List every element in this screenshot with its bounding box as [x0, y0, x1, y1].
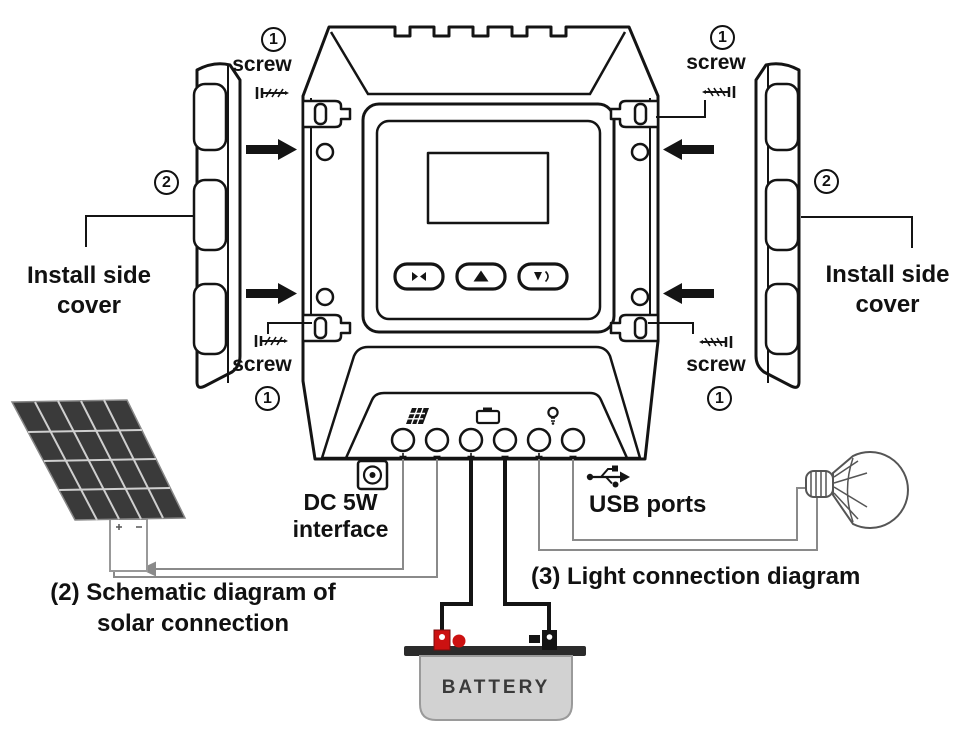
arrow-icon — [246, 139, 297, 160]
battery-wires — [440, 459, 551, 632]
left-side-cover — [192, 62, 242, 389]
label-line: interface — [292, 516, 389, 542]
button-down — [517, 262, 569, 291]
label-line: Install side — [825, 261, 950, 288]
light-connection-caption: (3) Light connection diagram — [531, 563, 861, 590]
screw-label: screw — [686, 353, 746, 376]
usb-ports-label: USB ports — [589, 491, 707, 518]
cover-bump — [192, 178, 228, 252]
battery-clamp-negative — [529, 630, 557, 650]
battery-label: BATTERY — [441, 677, 551, 698]
lcd-screen — [426, 151, 550, 225]
charge-controller-device — [301, 25, 660, 461]
screw-icon — [699, 336, 733, 348]
callout-line — [801, 216, 913, 248]
solar-panel — [10, 399, 187, 572]
screw-icon — [254, 335, 288, 347]
light-bulb — [805, 451, 909, 529]
arrow-icon — [663, 283, 714, 304]
step-number-1: 1 — [710, 25, 735, 50]
cover-bump — [192, 82, 228, 152]
screw-hole — [630, 142, 650, 162]
connector-line — [648, 322, 694, 334]
screw-hole — [315, 287, 335, 307]
light-terminal-icon — [547, 406, 559, 425]
cover-bump — [764, 178, 800, 252]
label-line: (2) Schematic diagram of — [50, 579, 336, 606]
connector-line — [656, 100, 706, 118]
button-menu — [393, 262, 445, 291]
screw-label: screw — [232, 353, 292, 376]
step-number-2: 2 — [814, 169, 839, 194]
cover-bump — [192, 282, 228, 356]
mount-tab-bottom-right — [609, 313, 660, 343]
battery — [404, 629, 586, 721]
cover-bump — [764, 282, 800, 356]
usb-icon — [586, 465, 630, 488]
screw-hole — [630, 287, 650, 307]
label-line: cover — [855, 291, 920, 318]
arrow-icon — [246, 283, 297, 304]
mount-tab-top-left — [301, 99, 352, 129]
dc-interface-label: DC 5W interface — [283, 489, 398, 543]
label-line: solar connection — [96, 610, 290, 637]
button-down-icon — [534, 270, 549, 283]
button-up — [455, 262, 507, 291]
connector-line — [267, 322, 312, 334]
label-line: Install side — [26, 262, 152, 289]
button-menu-icon — [412, 272, 426, 281]
screw-label: screw — [232, 53, 292, 76]
step-number-1: 1 — [255, 386, 280, 411]
button-up-icon — [473, 270, 489, 282]
terminal-bay-inner — [344, 391, 629, 460]
step-number-1: 1 — [707, 386, 732, 411]
step-number-1: 1 — [261, 27, 286, 52]
arrow-icon — [663, 139, 714, 160]
screw-label: screw — [686, 51, 746, 74]
mount-tab-bottom-left — [301, 313, 352, 343]
callout-line — [85, 215, 195, 247]
solar-terminal-icon — [406, 407, 429, 425]
install-side-cover-label-right: Install side cover — [815, 260, 960, 320]
right-side-cover — [754, 62, 801, 389]
battery-terminal-icon — [475, 407, 501, 425]
light-wires — [538, 459, 818, 551]
screw-icon — [255, 87, 289, 99]
panel-grid — [27, 399, 171, 521]
solar-connection-caption: (2) Schematic diagram of solar connectio… — [38, 577, 348, 639]
step-number-2: 2 — [154, 170, 179, 195]
cover-bump — [764, 82, 800, 152]
screw-icon — [702, 86, 736, 98]
install-side-cover-label-left: Install side cover — [14, 261, 164, 321]
terminal-block — [390, 427, 586, 460]
mount-tab-top-right — [609, 99, 660, 129]
screw-hole — [315, 142, 335, 162]
dc-jack-icon — [356, 459, 389, 491]
label-line: cover — [56, 292, 122, 319]
label-line: DC 5W — [303, 489, 378, 515]
battery-clamp-positive — [433, 629, 466, 651]
